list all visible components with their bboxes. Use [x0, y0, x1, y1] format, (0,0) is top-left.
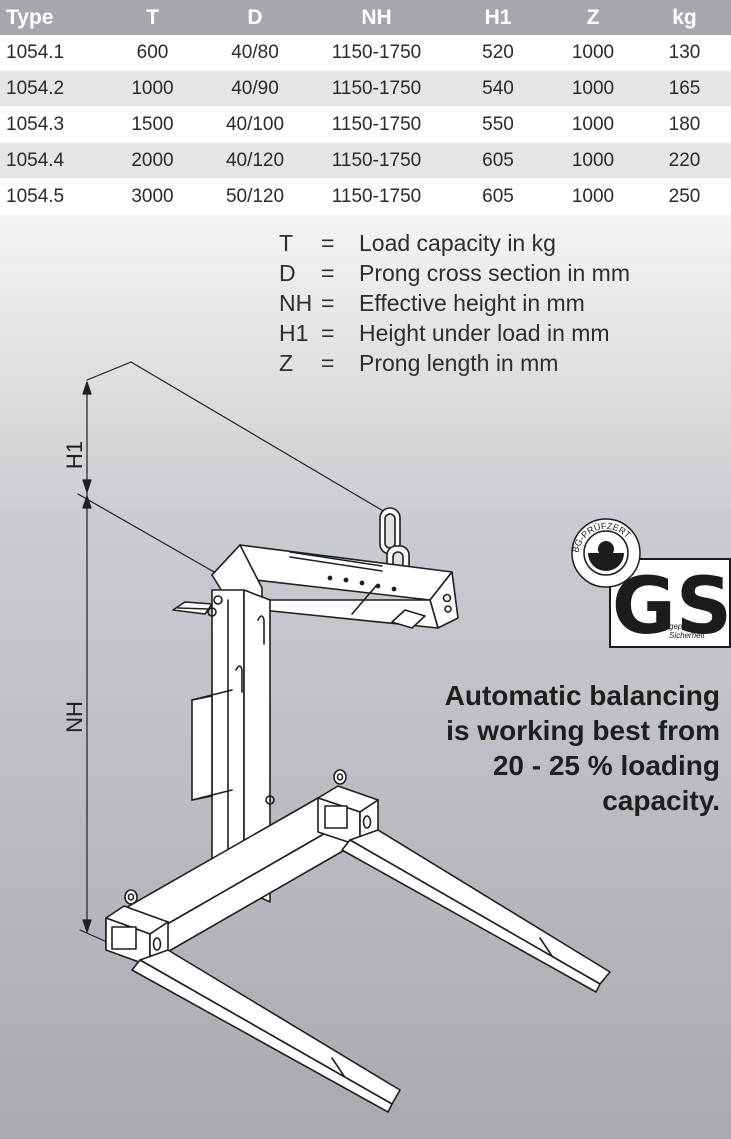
cell-nh: 1150-1750 — [305, 35, 448, 71]
cell-nh: 1150-1750 — [305, 142, 448, 179]
cell-h1: 540 — [448, 70, 548, 107]
legend-item: T = Load capacity in kg — [279, 228, 630, 258]
gs-caption-line1: geprüfte — [669, 622, 699, 631]
table-header-row: Type T D NH H1 Z kg — [0, 0, 731, 35]
legend-item: Z = Prong length in mm — [279, 348, 630, 378]
note-line: is working best from — [446, 715, 720, 746]
legend-equals: = — [321, 350, 335, 376]
legend-equals: = — [321, 320, 335, 346]
table-row: 1054.5 3000 50/120 1150-1750 605 1000 25… — [0, 178, 731, 215]
legend-abbr: T — [279, 230, 294, 256]
legend-equals: = — [321, 230, 335, 256]
cell-t: 600 — [100, 35, 205, 71]
cell-kg: 165 — [638, 70, 731, 107]
cell-kg: 250 — [638, 178, 731, 215]
legend-abbr: Z — [279, 350, 294, 376]
header-nh: NH — [305, 0, 448, 35]
cell-z: 1000 — [548, 70, 638, 107]
dimension-h1-label: H1 — [62, 441, 87, 469]
dimension-lines — [77, 361, 386, 943]
gs-caption-line2: Sicherheit — [669, 631, 705, 640]
header-z: Z — [548, 0, 638, 35]
cell-d: 40/90 — [205, 70, 305, 107]
legend-equals: = — [321, 290, 335, 316]
note-line: capacity. — [602, 785, 720, 816]
note-line: Automatic balancing — [444, 680, 720, 711]
cell-d: 40/100 — [205, 106, 305, 143]
cell-d: 50/120 — [205, 178, 305, 215]
cell-kg: 130 — [638, 35, 731, 71]
pallet-fork-drawing: H1 NH — [62, 361, 611, 1113]
note-line: 20 - 25 % loading — [492, 750, 720, 781]
legend-abbr: NH — [279, 290, 313, 316]
legend-item: D = Prong cross section in mm — [279, 258, 630, 288]
locking-pins — [172, 585, 426, 629]
cell-h1: 605 — [448, 142, 548, 179]
top-arm — [211, 544, 459, 629]
cell-h1: 605 — [448, 178, 548, 215]
handle — [191, 689, 233, 801]
cell-z: 1000 — [548, 142, 638, 179]
cell-kg: 180 — [638, 106, 731, 143]
cell-nh: 1150-1750 — [305, 106, 448, 143]
cell-t: 3000 — [100, 178, 205, 215]
legend-description: Effective height in mm — [359, 290, 585, 316]
table-row: 1054.1 600 40/80 1150-1750 520 1000 130 — [0, 35, 731, 71]
legend-description: Height under load in mm — [359, 320, 610, 346]
cell-t: 2000 — [100, 142, 205, 179]
table-row: 1054.2 1000 40/90 1150-1750 540 1000 165 — [0, 70, 731, 107]
cell-d: 40/120 — [205, 142, 305, 179]
left-prong — [131, 949, 401, 1113]
table-row: 1054.4 2000 40/120 1150-1750 605 1000 22… — [0, 142, 731, 179]
cell-t: 1000 — [100, 70, 205, 107]
table-row: 1054.3 1500 40/100 1150-1750 550 1000 18… — [0, 106, 731, 143]
dimension-nh-label: NH — [62, 701, 87, 733]
header-h1: H1 — [448, 0, 548, 35]
spec-table: Type T D NH H1 Z kg 1054.1 600 40/80 115… — [0, 0, 731, 215]
cell-nh: 1150-1750 — [305, 178, 448, 215]
legend-abbr: D — [279, 260, 296, 286]
cell-type: 1054.5 — [0, 178, 100, 215]
legend-abbr: H1 — [279, 320, 309, 346]
cell-h1: 520 — [448, 35, 548, 71]
header-type: Type — [0, 0, 100, 35]
header-d: D — [205, 0, 305, 35]
right-prong — [341, 829, 611, 993]
balancing-note: Automatic balancing is working best from… — [390, 678, 720, 818]
cell-type: 1054.4 — [0, 142, 100, 179]
cell-d: 40/80 — [205, 35, 305, 71]
cell-type: 1054.1 — [0, 35, 100, 71]
legend-description: Prong cross section in mm — [359, 260, 630, 286]
abbreviation-legend: T = Load capacity in kg D = Prong cross … — [279, 228, 630, 378]
legend-description: Load capacity in kg — [359, 230, 556, 256]
gs-certification-mark: BG-PRÜFZERT GS geprüfte Sicherheit — [570, 518, 731, 651]
legend-equals: = — [321, 260, 335, 286]
cell-type: 1054.2 — [0, 70, 100, 107]
cell-h1: 550 — [448, 106, 548, 143]
header-t: T — [100, 0, 205, 35]
cell-kg: 220 — [638, 142, 731, 179]
legend-description: Prong length in mm — [359, 350, 559, 376]
legend-item: NH = Effective height in mm — [279, 288, 630, 318]
gs-letters: GS — [612, 562, 731, 651]
cell-z: 1000 — [548, 35, 638, 71]
cell-type: 1054.3 — [0, 106, 100, 143]
cell-z: 1000 — [548, 178, 638, 215]
legend-item: H1 = Height under load in mm — [279, 318, 630, 348]
cell-nh: 1150-1750 — [305, 70, 448, 107]
cell-z: 1000 — [548, 106, 638, 143]
cell-t: 1500 — [100, 106, 205, 143]
header-kg: kg — [638, 0, 731, 35]
